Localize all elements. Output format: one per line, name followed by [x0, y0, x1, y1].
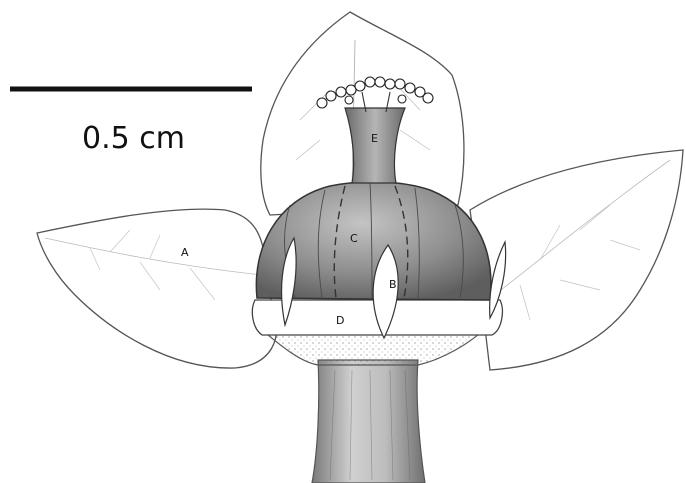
label-c: C	[350, 232, 358, 245]
label-a: A	[181, 246, 189, 259]
left-bract: A	[37, 209, 277, 368]
label-b: B	[389, 278, 397, 291]
scale-bar: 0.5 cm	[10, 89, 252, 156]
label-e: E	[371, 132, 378, 145]
stalk	[312, 360, 425, 483]
label-d: D	[336, 314, 344, 327]
scale-bar-label: 0.5 cm	[82, 121, 185, 156]
